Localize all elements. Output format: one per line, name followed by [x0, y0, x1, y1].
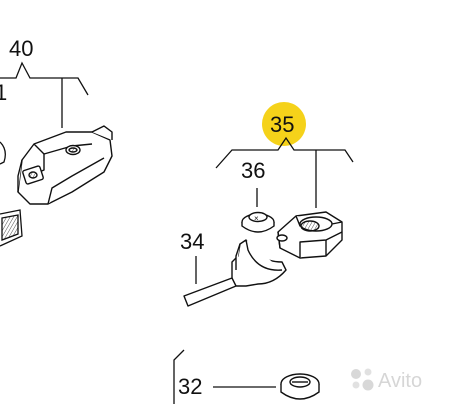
- screw-32: [280, 373, 320, 400]
- avito-watermark-text: Avito: [378, 370, 422, 392]
- callout-35-bracket: [215, 136, 354, 169]
- callout-32-bracket: [173, 349, 185, 404]
- svg-text:×: ×: [254, 214, 259, 223]
- battery-36: ×: [241, 211, 275, 233]
- callout-32-group: 32: [173, 349, 276, 404]
- key-fob-housing-40: [17, 125, 113, 205]
- callout-35-group: 35 36: [215, 102, 354, 208]
- callout-40-bracket: [0, 61, 89, 96]
- callout-35-highlight: [262, 102, 306, 146]
- avito-watermark: Avito: [351, 368, 422, 392]
- key-blade-34: [183, 239, 287, 307]
- callout-40[interactable]: 40: [9, 36, 33, 61]
- callout-40-group: 40 1: [0, 36, 89, 128]
- callout-35[interactable]: 35: [270, 112, 294, 137]
- avito-logo-icon: [351, 368, 374, 391]
- callout-36[interactable]: 36: [241, 158, 265, 183]
- callout-32[interactable]: 32: [178, 374, 202, 399]
- transponder-housing-35: [276, 211, 343, 259]
- left-edge-part: [0, 141, 23, 247]
- callout-34-group: 34: [180, 229, 204, 284]
- callout-1[interactable]: 1: [0, 80, 7, 105]
- callout-34[interactable]: 34: [180, 229, 204, 254]
